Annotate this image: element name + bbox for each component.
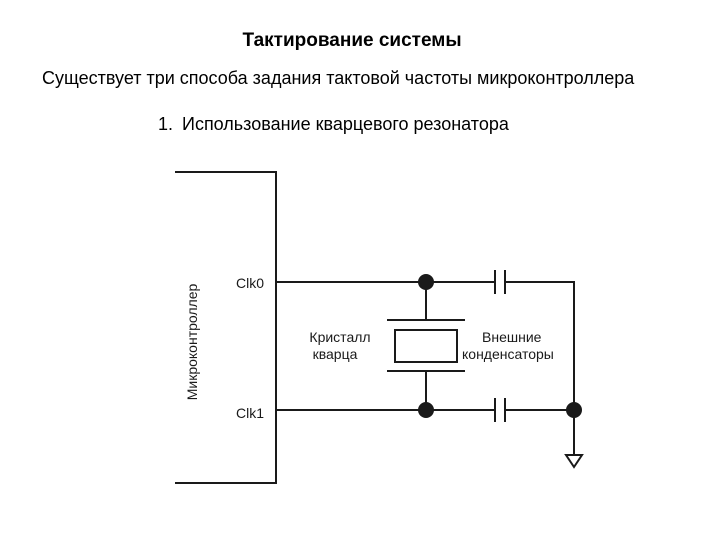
list-item-number: 1. [158,114,174,134]
junction-ground [566,402,582,418]
microcontroller-label: Микроконтроллер [184,284,200,401]
pin-clk1-label: Clk1 [236,405,264,421]
intro-text: Существует три способа задания тактовой … [42,68,635,88]
list-item: 1. Использование кварцевого резонатора [158,114,509,135]
junction-clk1 [418,402,434,418]
crystal-body [394,329,458,363]
pin-clk0-label: Clk0 [236,275,264,291]
capacitors-label-line2: конденсаторы [462,346,554,362]
slide-title: Тактирование системы [242,30,462,51]
ground-symbol [564,454,584,469]
microcontroller-outline [175,171,277,484]
junction-clk0 [418,274,434,290]
list-item-text: Использование кварцевого резонатора [182,114,509,134]
capacitors-label-line1: Внешние [482,329,542,345]
crystal-label-line2: кварца [313,346,358,362]
crystal-label-line1: Кристалл [309,329,370,345]
